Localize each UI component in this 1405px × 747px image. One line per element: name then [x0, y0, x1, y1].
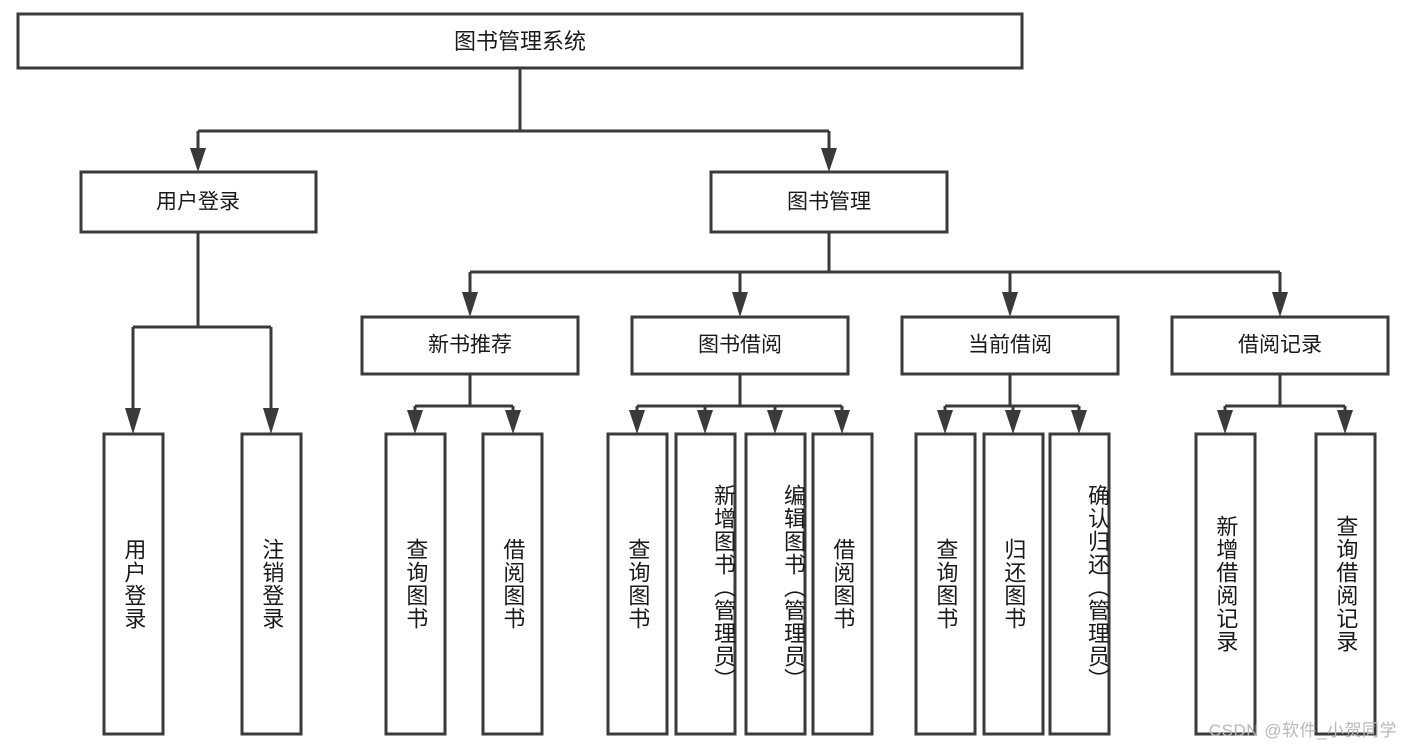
node-book-borrow[interactable]: 图书借阅 [630, 315, 850, 376]
connector-new-book-to-leaves [407, 374, 521, 434]
leaf-box[interactable] [606, 432, 669, 736]
leaf-box[interactable] [384, 432, 447, 736]
leaf-box[interactable] [481, 432, 544, 736]
node-book-borrow-label: 图书借阅 [698, 334, 782, 357]
connector-book-manage-to-level3 [462, 232, 1288, 317]
connector-user-login-to-leaves [125, 232, 279, 434]
node-root[interactable]: 图书管理系统 [16, 12, 1024, 70]
leaf-box[interactable] [1194, 432, 1257, 736]
node-book-manage-label: 图书管理 [787, 191, 871, 214]
node-borrow-record-label: 借阅记录 [1238, 334, 1322, 357]
leaf-boxes-book-borrow [606, 432, 874, 736]
connector-root-to-level2 [190, 68, 837, 172]
node-user-login[interactable]: 用户登录 [79, 170, 318, 234]
leaf-box[interactable] [674, 432, 737, 736]
watermark-text: CSDN @软件_小贺同学 [1208, 721, 1397, 740]
leaf-box[interactable] [744, 432, 807, 736]
leaf-box[interactable] [1048, 432, 1111, 736]
node-user-login-label: 用户登录 [156, 191, 240, 214]
connector-current-borrow-to-leaves [937, 374, 1087, 434]
leaf-box[interactable] [914, 432, 977, 736]
leaf-box[interactable] [982, 432, 1045, 736]
node-current-borrow[interactable]: 当前借阅 [900, 315, 1120, 376]
leaf-box[interactable] [102, 432, 165, 736]
node-root-label: 图书管理系统 [454, 29, 586, 54]
leaf-boxes-current-borrow [914, 432, 1111, 736]
node-new-book-recommend[interactable]: 新书推荐 [360, 315, 580, 376]
connector-book-borrow-to-leaves [629, 374, 850, 434]
node-new-book-recommend-label: 新书推荐 [428, 334, 512, 357]
node-current-borrow-label: 当前借阅 [968, 334, 1052, 357]
leaf-box[interactable] [811, 432, 874, 736]
leaf-boxes-new-book-recommend [384, 432, 544, 736]
node-borrow-record[interactable]: 借阅记录 [1170, 315, 1390, 376]
leaf-boxes-borrow-record [1194, 432, 1377, 736]
leaf-box[interactable] [1314, 432, 1377, 736]
node-book-manage[interactable]: 图书管理 [709, 170, 949, 234]
leaf-box[interactable] [240, 432, 303, 736]
connector-borrow-record-to-leaves [1217, 374, 1353, 434]
leaf-boxes-user-login [102, 432, 303, 736]
